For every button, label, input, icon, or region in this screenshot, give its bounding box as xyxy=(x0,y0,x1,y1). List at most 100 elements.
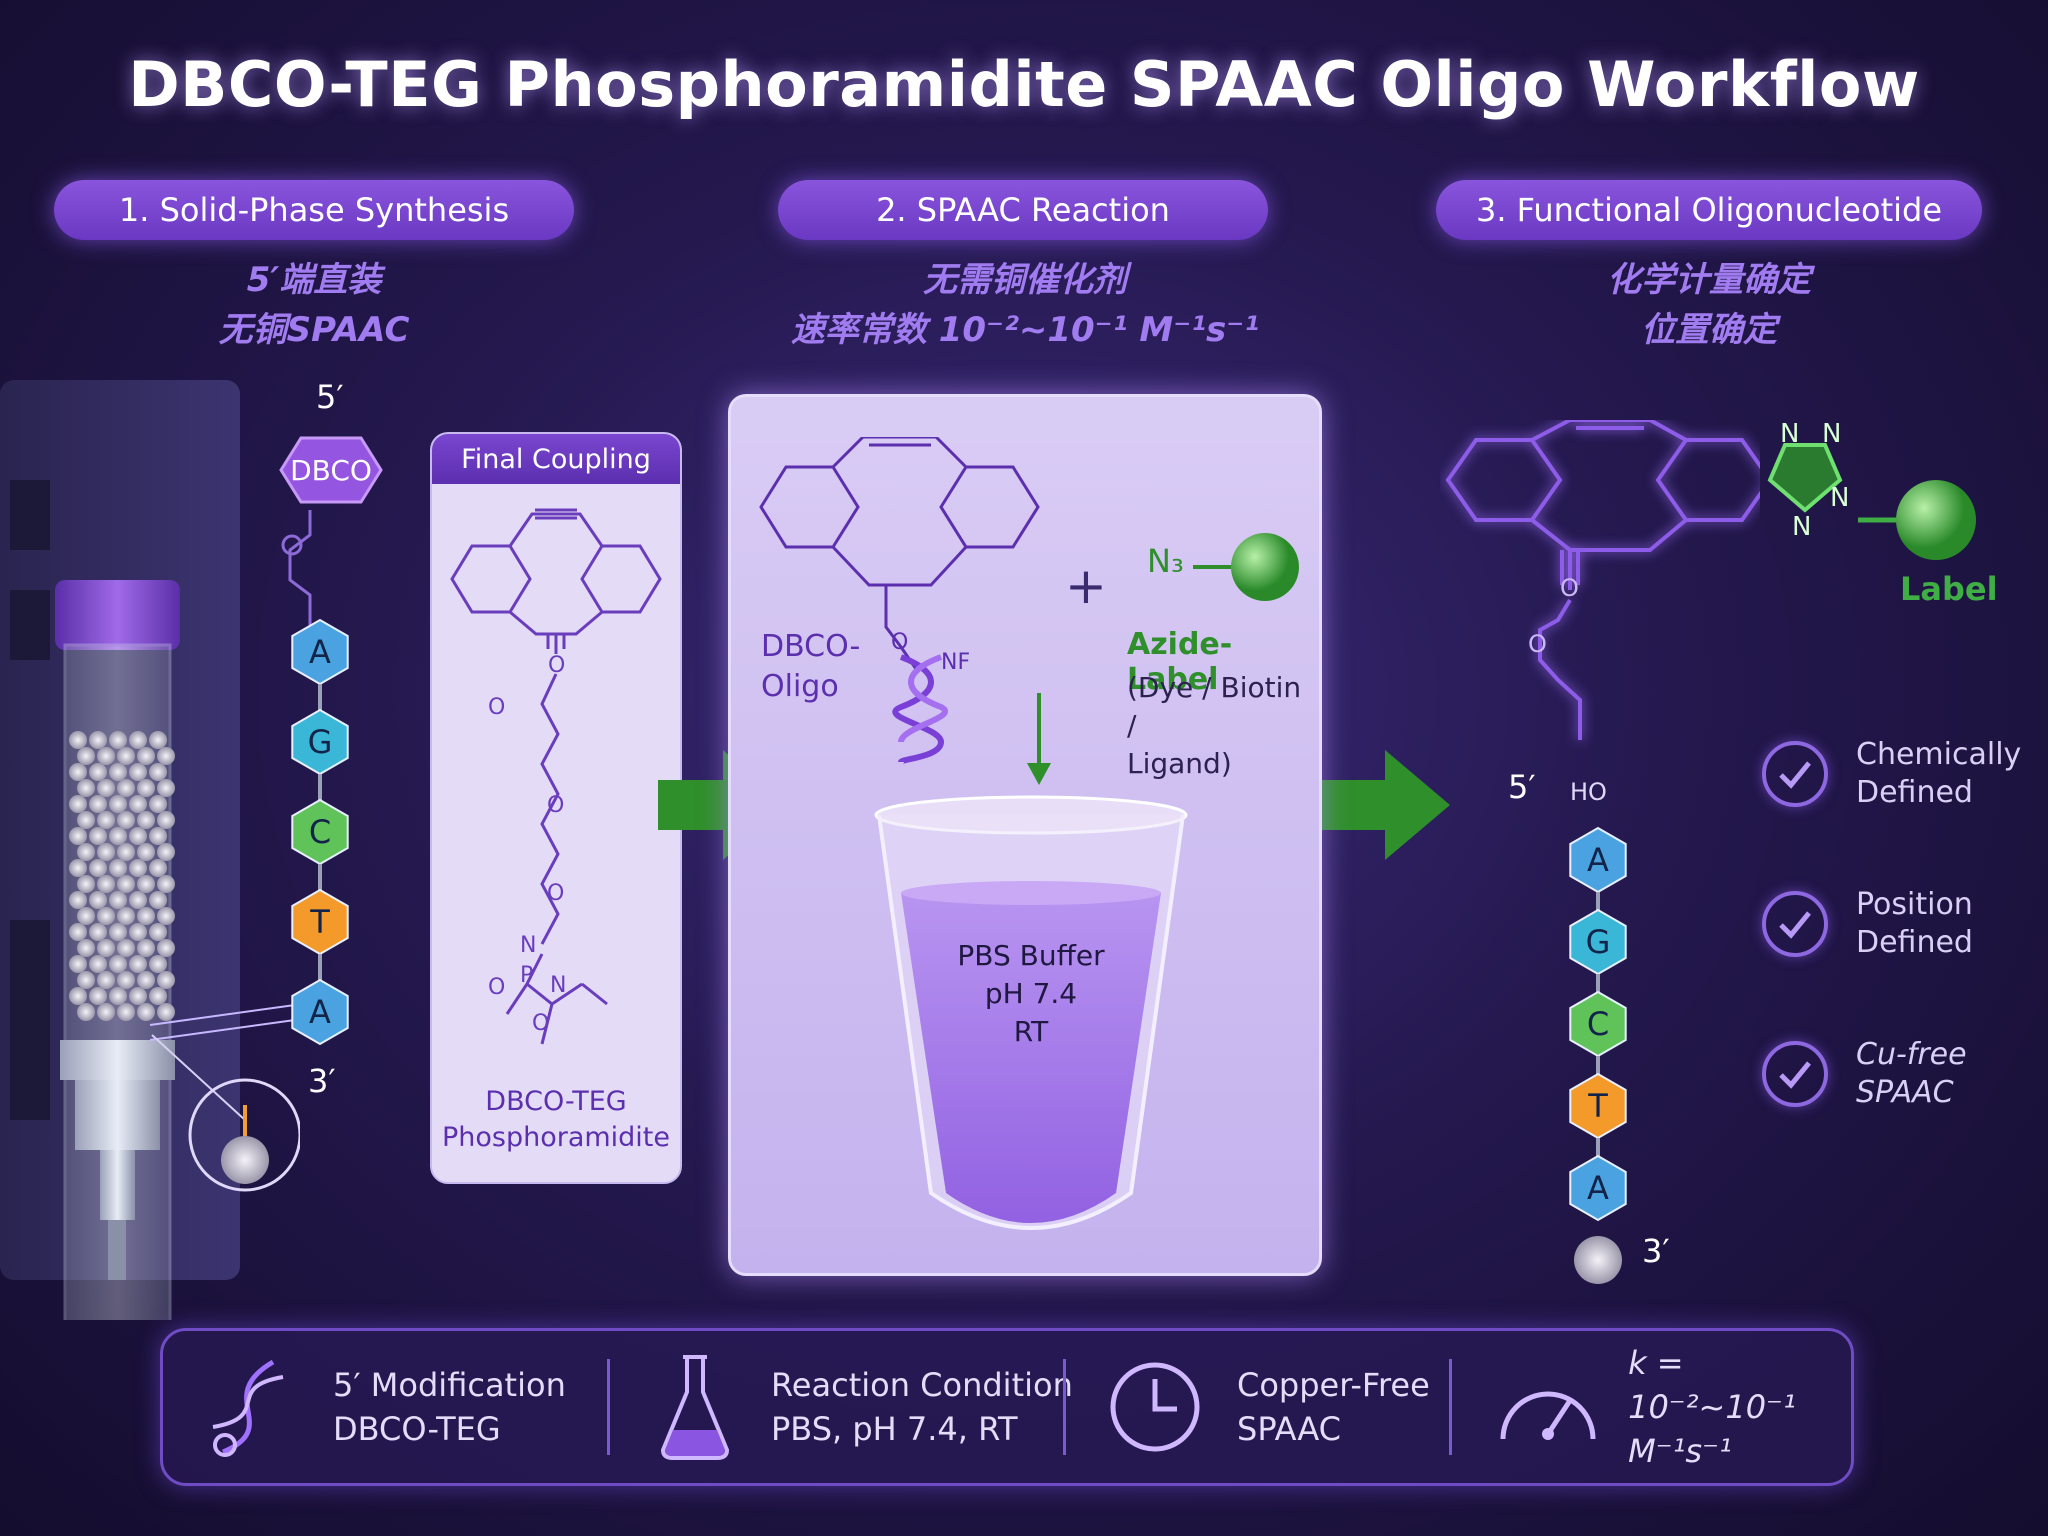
svg-text:O: O xyxy=(548,653,565,678)
coupling-caption-line-2: Phosphoramidite xyxy=(441,1122,671,1153)
step-1-sub-line-1: 5′端直装 xyxy=(246,260,382,300)
resin-bead xyxy=(129,987,147,1005)
step-3-sub-line-2: 位置确定 xyxy=(1641,310,1777,350)
step-3-subtitle: 化学计量确定 位置确定 xyxy=(1436,255,1982,355)
resin-bead xyxy=(89,795,107,813)
svg-text:N: N xyxy=(1822,420,1841,449)
summary-2-line-1: Reaction Condition xyxy=(771,1366,1073,1404)
resin-bead xyxy=(129,923,147,941)
resin-bead xyxy=(109,795,127,813)
base-letter: T xyxy=(1587,1087,1608,1125)
base-letter: A xyxy=(309,993,331,1031)
svg-text:N: N xyxy=(1780,420,1799,449)
resin-bead xyxy=(117,811,135,829)
resin-bead xyxy=(109,859,127,877)
resin-bead xyxy=(97,779,115,797)
svg-text:O: O xyxy=(1560,574,1579,602)
resin-bead xyxy=(129,795,147,813)
resin-bead xyxy=(97,811,115,829)
check-1-line-2: Defined xyxy=(1856,775,1973,810)
step-1-sub-line-2: 无铜SPAAC xyxy=(218,310,410,350)
azide-n3-label: N₃ xyxy=(1147,542,1184,580)
check-icon xyxy=(1762,741,1828,807)
resin-bead xyxy=(149,795,167,813)
base-letter: C xyxy=(1587,1005,1609,1043)
resin-bead xyxy=(89,827,107,845)
azide-label-sphere xyxy=(1193,533,1299,601)
resin-bead xyxy=(109,923,127,941)
summary-divider xyxy=(607,1359,610,1455)
resin-bead xyxy=(77,971,95,989)
summary-2-line-2: PBS, pH 7.4, RT xyxy=(771,1410,1018,1448)
summary-rate-constant: k = 10⁻²~10⁻¹ M⁻¹s⁻¹ xyxy=(1493,1331,1851,1483)
resin-bead xyxy=(149,763,167,781)
base-letter: T xyxy=(309,903,330,941)
check-2-line-2: Defined xyxy=(1856,925,1973,960)
resin-bead xyxy=(97,843,115,861)
resin-bead xyxy=(149,923,167,941)
resin-bead xyxy=(89,987,107,1005)
product-three-prime: 3′ xyxy=(1642,1232,1670,1270)
summary-4-line-1: k = 10⁻²~10⁻¹ xyxy=(1628,1344,1796,1426)
product-label-sphere xyxy=(1858,480,1976,560)
resin-bead xyxy=(157,971,175,989)
buffer-line-1: PBS Buffer xyxy=(957,939,1105,972)
resin-bead xyxy=(97,747,115,765)
dbco-oligo-label: DBCO- Oligo xyxy=(761,627,860,707)
resin-bead xyxy=(137,939,155,957)
azide-label-title: Azide-Label xyxy=(1127,627,1233,697)
resin-bead xyxy=(69,795,87,813)
svg-text:O: O xyxy=(488,695,505,720)
base-hexagon-A xyxy=(1569,1154,1627,1222)
resin-bead xyxy=(137,811,155,829)
resin-bead xyxy=(157,747,175,765)
resin-bead xyxy=(77,811,95,829)
resin-bead xyxy=(137,779,155,797)
resin-bead xyxy=(97,939,115,957)
buffer-label: PBS Buffer pH 7.4 RT xyxy=(871,937,1191,1051)
svg-text:O: O xyxy=(547,793,564,818)
svg-text:P: P xyxy=(520,963,533,988)
resin-bead xyxy=(117,907,135,925)
resin-bead xyxy=(77,939,95,957)
step-2-pill: 2. SPAAC Reaction xyxy=(778,180,1268,240)
resin-bead xyxy=(149,955,167,973)
resin-bead xyxy=(157,907,175,925)
step-1-subtitle: 5′端直装 无铜SPAAC xyxy=(54,255,574,355)
dbco-oligo-line-1: DBCO- xyxy=(761,629,861,664)
product-dbco-structure: OO xyxy=(1445,420,1760,740)
svg-text:HO: HO xyxy=(1570,778,1607,806)
step-2-sub-line-2: 速率常数 10⁻²~10⁻¹ M⁻¹s⁻¹ xyxy=(790,310,1260,350)
resin-bead xyxy=(77,1003,95,1021)
dna-icon xyxy=(212,1359,284,1457)
step-2-sub-line-1: 无需铜催化剂 xyxy=(923,260,1127,300)
resin-bead xyxy=(89,891,107,909)
svg-text:O: O xyxy=(891,630,908,655)
page-title: DBCO-TEG Phosphoramidite SPAAC Oligo Wor… xyxy=(128,48,1920,121)
resin-bead xyxy=(109,763,127,781)
step-3-sub-line-1: 化学计量确定 xyxy=(1607,260,1811,300)
resin-bead xyxy=(69,859,87,877)
resin-bead xyxy=(89,923,107,941)
svg-text:O: O xyxy=(1528,630,1547,658)
resin-bead xyxy=(157,811,175,829)
dbco-teg-structure: O O O O N P O N O xyxy=(450,508,662,1045)
product-amide-linker: HO xyxy=(1570,778,1607,806)
resin-bead xyxy=(77,875,95,893)
base-letter: A xyxy=(1587,1169,1609,1207)
synthesis-five-prime: 5′ xyxy=(316,378,344,416)
resin-bead xyxy=(137,1003,155,1021)
synthesis-three-prime: 3′ xyxy=(308,1062,336,1100)
resin-bead xyxy=(149,859,167,877)
svg-text:O: O xyxy=(488,975,505,1000)
coupling-caption: DBCO-TEG Phosphoramidite xyxy=(432,1084,680,1156)
resin-bead xyxy=(109,891,127,909)
summary-4-line-2: M⁻¹s⁻¹ xyxy=(1628,1432,1732,1470)
azide-options-line-2: Ligand) xyxy=(1127,747,1232,780)
summary-1-line-2: DBCO-TEG xyxy=(333,1410,501,1448)
svg-text:N: N xyxy=(550,973,566,998)
resin-bead xyxy=(97,971,115,989)
